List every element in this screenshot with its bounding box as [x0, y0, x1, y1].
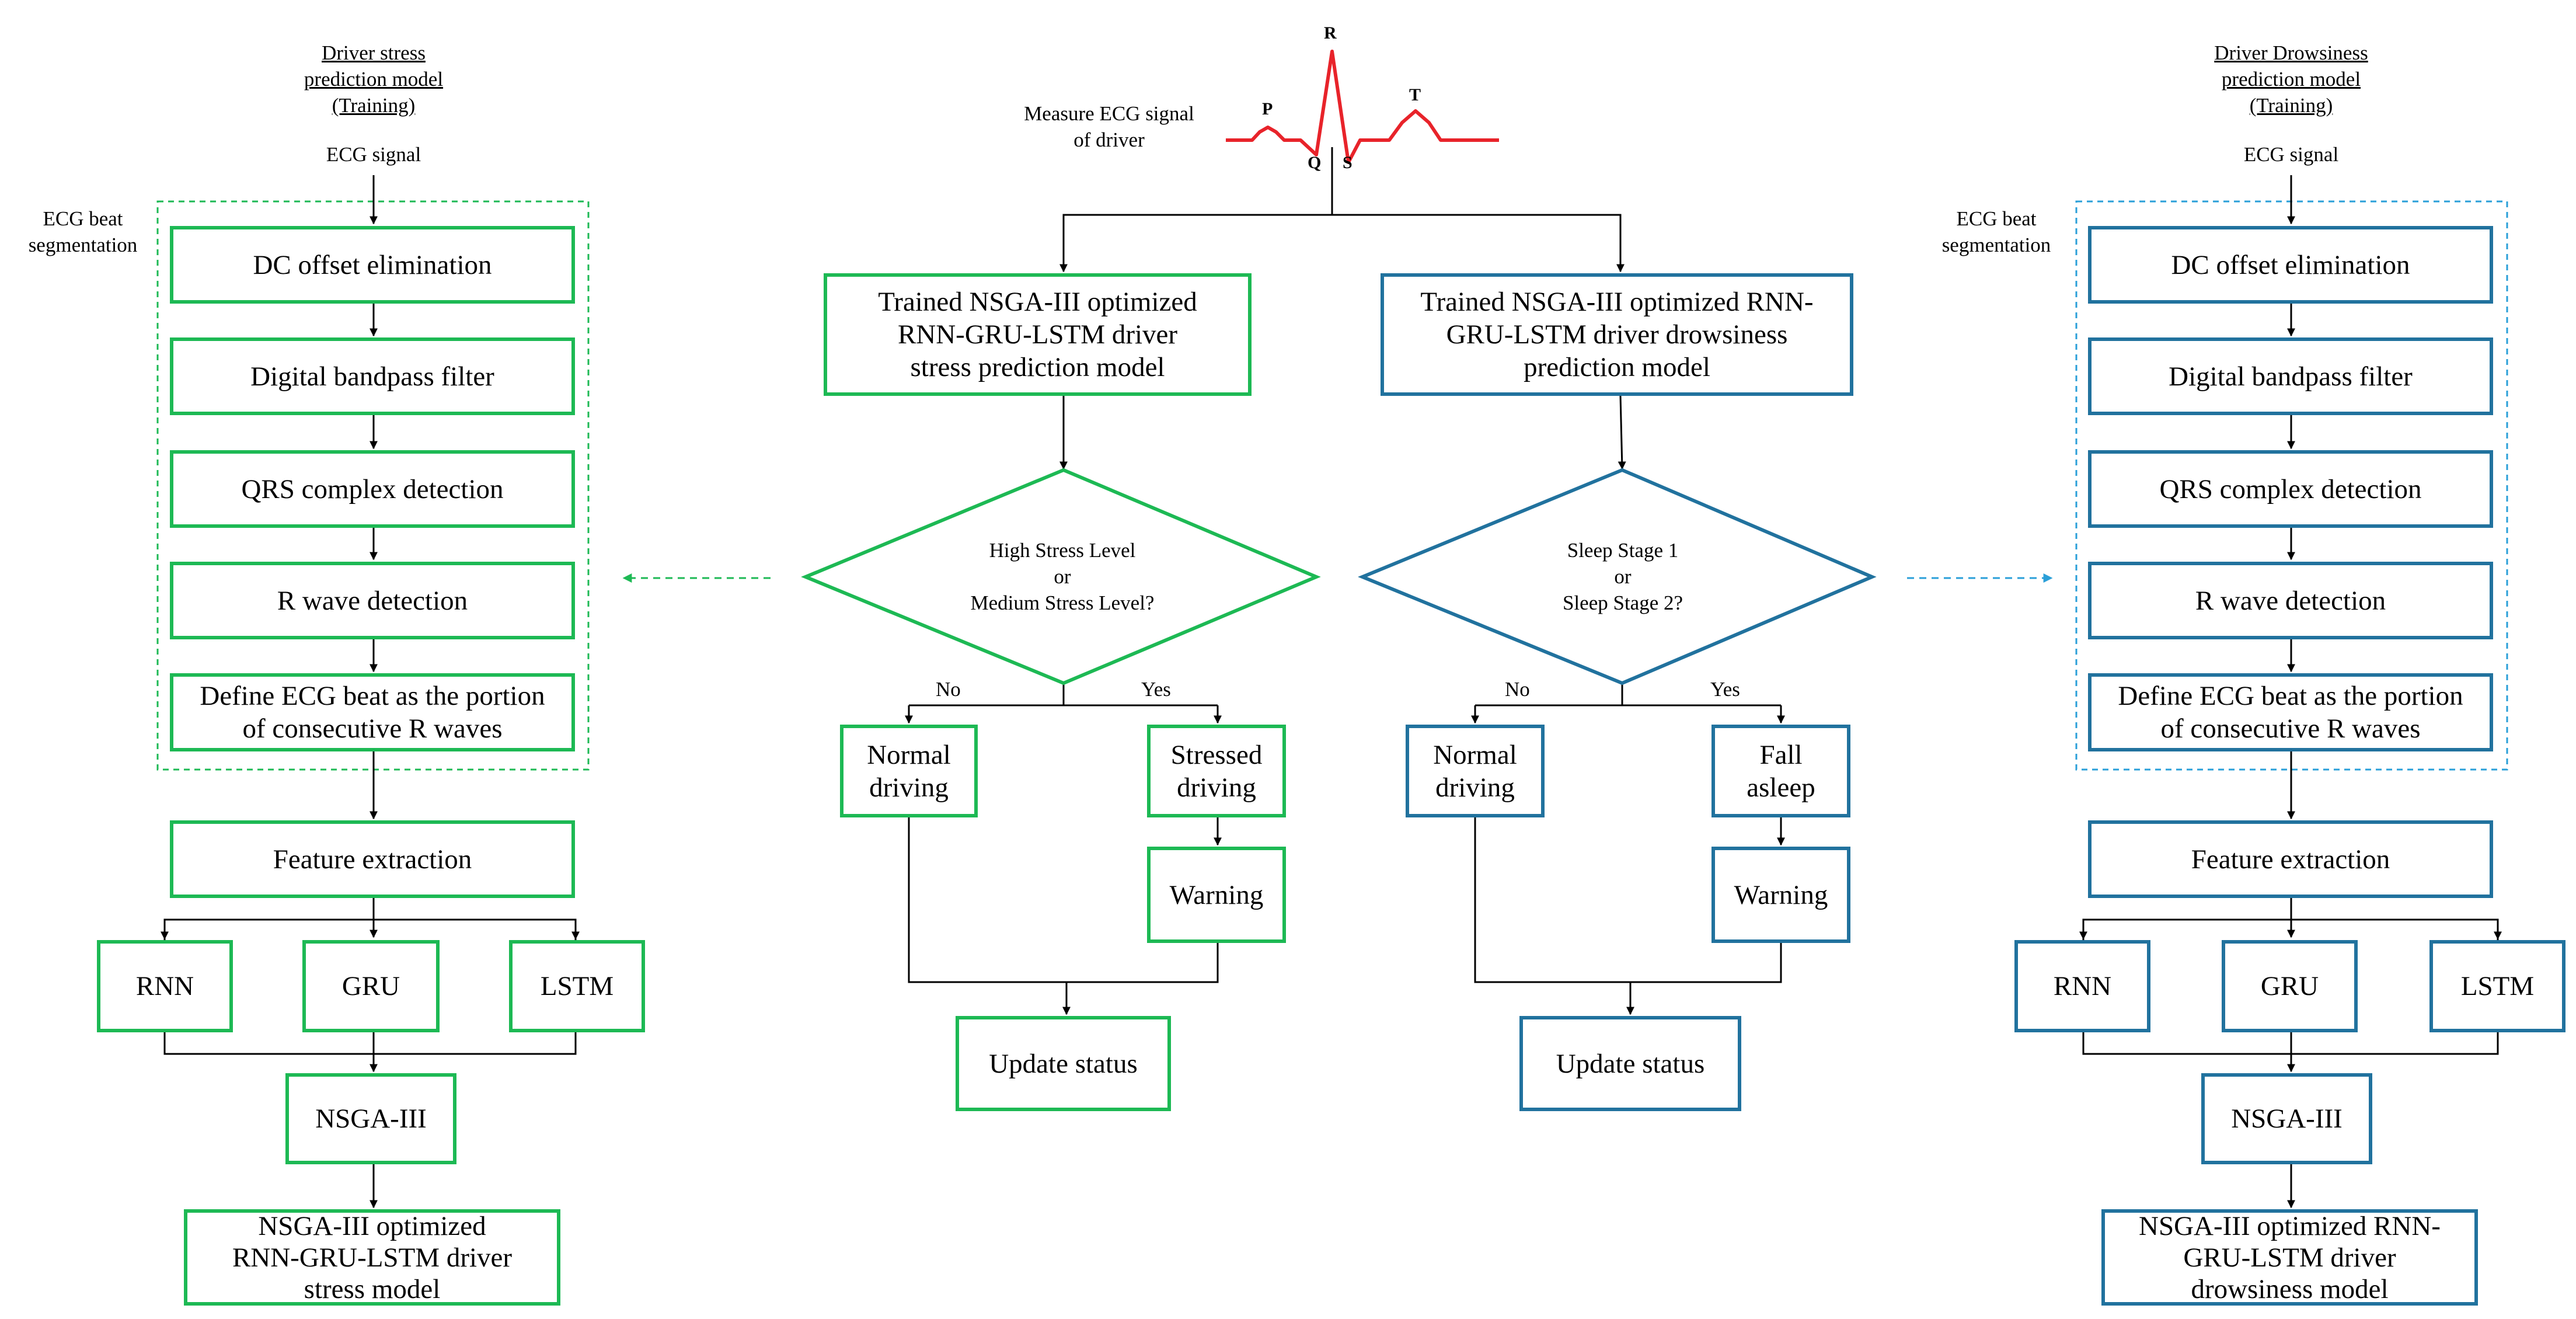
- left-gru: GRU: [302, 940, 440, 1032]
- left-bandpass-filter: Digital bandpass filter: [170, 337, 575, 415]
- stress-warning: Warning: [1147, 847, 1286, 943]
- left-rnn: RNN: [97, 940, 233, 1032]
- drowsy-normal-driving: Normal driving: [1406, 725, 1545, 817]
- stress-no-label: No: [936, 678, 961, 701]
- right-feature-extraction: Feature extraction: [2088, 820, 2493, 898]
- drowsy-prediction-model: Trained NSGA-III optimized RNN-GRU-LSTM …: [1381, 273, 1853, 396]
- stress-normal-driving: Normal driving: [840, 725, 978, 817]
- right-qrs-detection: QRS complex detection: [2088, 450, 2493, 528]
- right-nsga-iii: NSGA-III: [2201, 1073, 2372, 1164]
- left-lstm: LSTM: [509, 940, 645, 1032]
- drowsy-yes-label: Yes: [1710, 678, 1740, 701]
- right-rnn: RNN: [2014, 940, 2150, 1032]
- left-r-wave-detection: R wave detection: [170, 562, 575, 639]
- ecg-waveform: [1226, 50, 1499, 164]
- left-dc-offset: DC offset elimination: [170, 226, 575, 304]
- stress-update-status: Update status: [956, 1016, 1171, 1111]
- fall-asleep: Fall asleep: [1711, 725, 1850, 817]
- ecg-label-t: T: [1409, 85, 1421, 105]
- ecg-label-s: S: [1343, 153, 1353, 172]
- stress-prediction-model: Trained NSGA-III optimized RNN-GRU-LSTM …: [824, 273, 1252, 396]
- right-define-ecg-beat: Define ECG beat as the portion of consec…: [2088, 673, 2493, 751]
- stress-decision-diamond: [801, 468, 1321, 685]
- left-define-ecg-beat: Define ECG beat as the portion of consec…: [170, 673, 575, 751]
- right-optimized-model: NSGA-III optimized RNN-GRU-LSTM driver d…: [2101, 1209, 2478, 1306]
- ecg-label-q: Q: [1308, 153, 1322, 172]
- right-r-wave-detection: R wave detection: [2088, 562, 2493, 639]
- drowsy-no-label: No: [1505, 678, 1530, 701]
- left-qrs-detection: QRS complex detection: [170, 450, 575, 528]
- left-optimized-model: NSGA-III optimized RNN-GRU-LSTM driver s…: [184, 1209, 560, 1306]
- right-lstm: LSTM: [2429, 940, 2565, 1032]
- left-nsga-iii: NSGA-III: [285, 1073, 456, 1164]
- drowsy-warning: Warning: [1711, 847, 1850, 943]
- left-feature-extraction: Feature extraction: [170, 820, 575, 898]
- right-bandpass-filter: Digital bandpass filter: [2088, 337, 2493, 415]
- right-dc-offset: DC offset elimination: [2088, 226, 2493, 304]
- left-ecg-input: ECG signal: [326, 143, 421, 166]
- stressed-driving: Stressed driving: [1147, 725, 1286, 817]
- right-gru: GRU: [2222, 940, 2358, 1032]
- drowsy-update-status: Update status: [1519, 1016, 1741, 1111]
- stress-yes-label: Yes: [1141, 678, 1171, 701]
- drowsy-decision-diamond: [1358, 468, 1877, 685]
- ecg-label-p: P: [1262, 99, 1273, 119]
- right-ecg-input: ECG signal: [2243, 143, 2339, 166]
- ecg-label-r: R: [1324, 23, 1337, 43]
